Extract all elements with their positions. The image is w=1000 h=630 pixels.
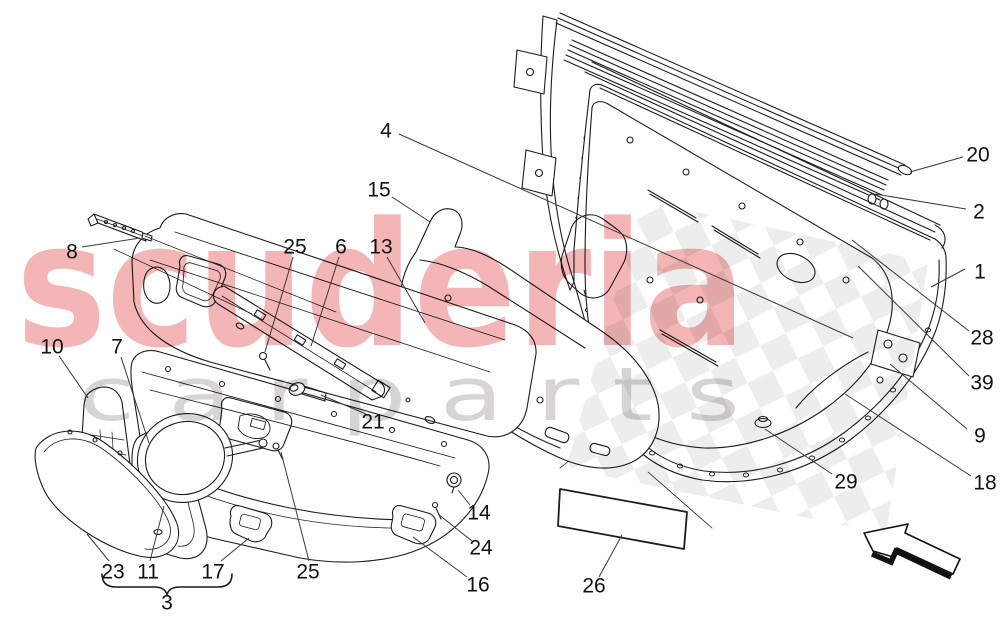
part-label-20: 20 [966, 144, 989, 167]
fastener-drawings [260, 353, 462, 520]
leader-line-7 [120, 356, 150, 444]
checkered-flag-watermark [566, 200, 928, 534]
upper-trim-panel-drawing [132, 214, 536, 437]
leader-line-9 [889, 363, 968, 430]
leader-line-25 [264, 256, 294, 353]
part-label-23: 23 [101, 561, 124, 584]
leader-line-11 [149, 505, 165, 562]
part-label-14: 14 [467, 502, 491, 525]
weatherstrip-inner-drawing [564, 40, 945, 248]
leader-line-4 [398, 133, 854, 339]
leader-line-15 [391, 196, 431, 223]
weatherstrip-outer-drawing [556, 13, 913, 177]
part-label-24: 24 [469, 537, 493, 560]
group-brace [102, 574, 232, 595]
leader-line-13 [386, 256, 426, 324]
leader-lines [58, 133, 972, 578]
part-label-11: 11 [137, 561, 159, 584]
sticker-panel-drawing [558, 489, 687, 549]
direction-arrow-icon [863, 523, 961, 580]
part-label-7: 7 [111, 336, 123, 359]
part-label-9: 9 [974, 425, 986, 448]
leader-line-1 [930, 268, 966, 288]
leader-line-2 [874, 193, 967, 210]
part-label-26: 26 [582, 575, 605, 598]
leader-line-39 [857, 265, 970, 377]
leader-line-24 [437, 513, 473, 542]
part-label-6: 6 [335, 236, 347, 259]
part-label-17: 17 [201, 561, 224, 584]
part-label-4: 4 [380, 120, 392, 143]
leader-line-21 [320, 394, 367, 415]
leader-line-23 [86, 533, 110, 562]
watermark-brand-text: scuderia [16, 185, 746, 386]
part-label-29: 29 [834, 471, 857, 494]
leader-line-10 [58, 355, 89, 399]
part-label-2: 2 [973, 201, 985, 224]
leader-line-6 [310, 256, 340, 347]
part-label-13: 13 [369, 236, 392, 259]
leader-line-16 [412, 536, 468, 578]
grab-handle-drawing [88, 214, 336, 314]
part-label-10: 10 [40, 336, 63, 359]
handle-bezel-drawing [125, 400, 267, 516]
leader-line-8 [81, 237, 141, 248]
leader-line-29 [764, 428, 833, 475]
leader-line-14 [457, 489, 471, 506]
part-label-3: 3 [161, 592, 173, 615]
part-label-25: 25 [283, 236, 306, 259]
part-label-18: 18 [973, 472, 996, 495]
leader-line-26 [598, 534, 623, 578]
speaker-cover-drawing [35, 430, 178, 557]
part-label-21: 21 [361, 411, 384, 434]
part-label-1: 1 [974, 261, 986, 284]
part-label-15: 15 [367, 179, 390, 202]
part-label-28: 28 [970, 327, 993, 350]
part-label-16: 16 [466, 574, 489, 597]
watermark-subtitle-text: c a r p a r t s [78, 352, 740, 438]
leader-line-28 [851, 239, 970, 332]
part-label-8: 8 [66, 241, 78, 264]
leader-line-17 [220, 537, 250, 562]
leader-line-25 [280, 451, 310, 562]
part-label-39: 39 [970, 372, 993, 395]
part-label-25: 25 [296, 561, 319, 584]
leader-line-20 [909, 156, 964, 173]
courtesy-lamp-drawing [230, 506, 436, 544]
leader-line-18 [844, 393, 972, 477]
